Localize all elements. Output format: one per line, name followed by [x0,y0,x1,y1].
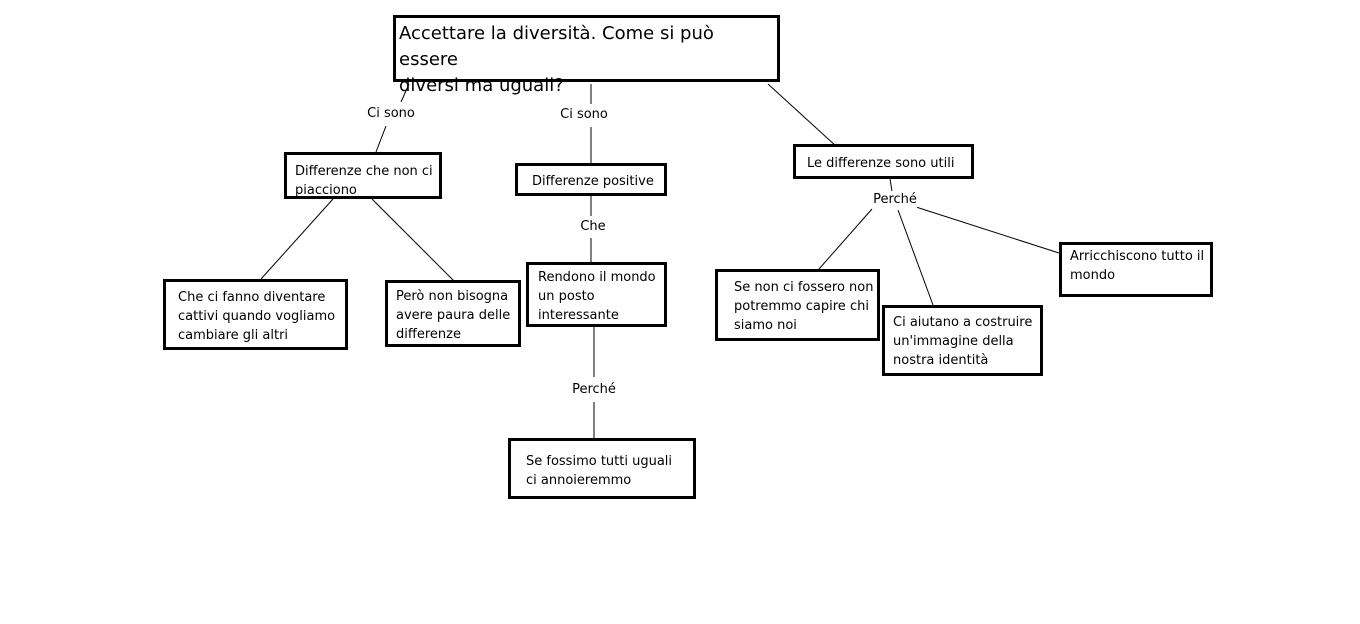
label-perche-right: Perché [873,192,917,208]
node-differenze-non-piacciono: Differenze che non ci piacciono [284,152,442,199]
node-annoieremmo: Se fossimo tutti uguali ci annoieremmo [508,438,696,499]
connector-line [897,209,934,306]
label-ci-sono-left: Ci sono [367,106,415,122]
node-cattivi: Che ci fanno diventare cattivi quando vo… [163,279,348,350]
node-arricchiscono: Arricchiscono tutto il mondo [1059,242,1213,297]
connector-line [400,83,410,103]
node-differenze-positive: Differenze positive [515,163,667,196]
connector-line [375,125,387,153]
connector-line [915,206,1060,254]
node-differenze-utili: Le differenze sono utili [793,144,974,179]
node-capire: Se non ci fossero non potremmo capire ch… [715,269,880,341]
connector-line [371,198,456,283]
connector-line [260,198,334,280]
main-question-box: Accettare la diversità. Come si può esse… [393,15,780,96]
label-perche-mid: Perché [572,382,616,398]
connector-line [818,208,873,270]
label-ci-sono-mid: Ci sono [560,107,608,123]
node-rendono-mondo: Rendono il mondo un posto interessante [526,262,667,327]
connector-line [767,83,838,148]
node-identita: Ci aiutano a costruire un'immagine della… [882,305,1043,376]
label-che: Che [580,219,606,235]
connector-line [889,178,893,192]
node-paura: Però non bisogna avere paura delle diffe… [385,280,521,347]
